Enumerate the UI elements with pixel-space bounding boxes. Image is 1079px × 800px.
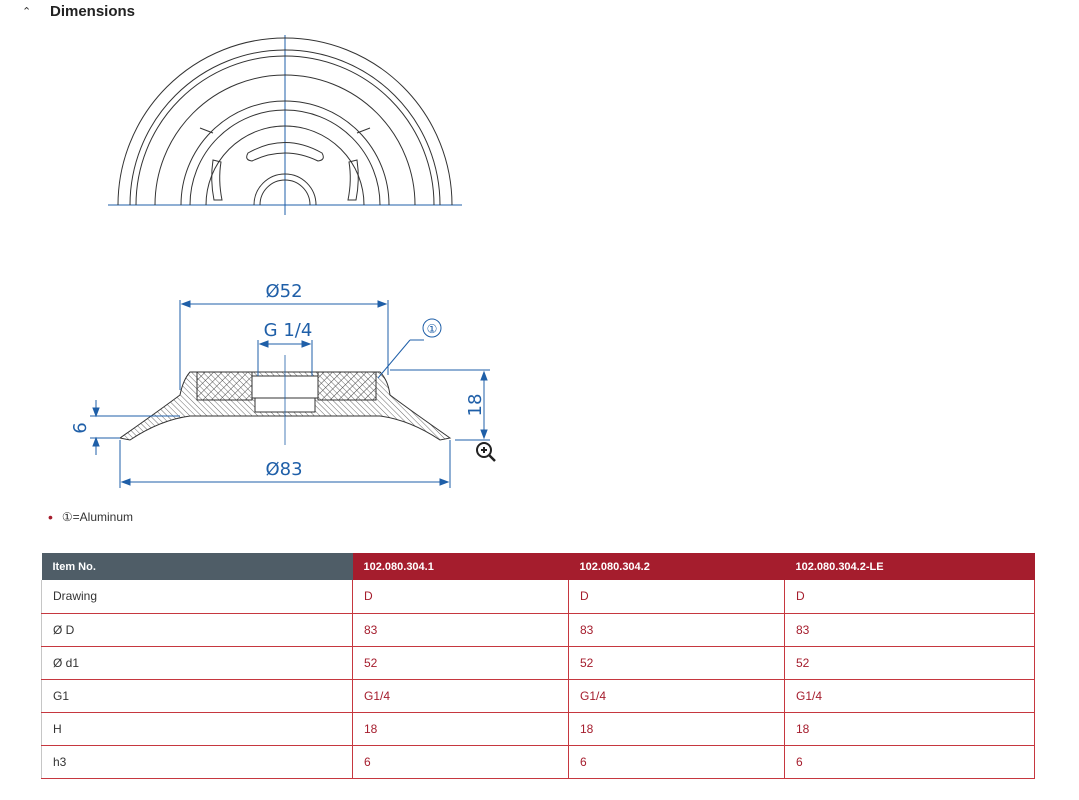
cell-value: 18 (352, 711, 569, 746)
row-label: h3 (41, 744, 353, 779)
dim-d-label: Ø83 (265, 459, 302, 480)
header-column: 102.080.304.2-LE (784, 553, 1035, 580)
zoom-in-icon[interactable] (474, 440, 498, 464)
cell-value: 52 (352, 645, 569, 680)
row-label: Ø D (41, 612, 353, 647)
cell-value: 83 (352, 612, 569, 647)
cell-value: 52 (568, 645, 785, 680)
cell-value: 83 (784, 612, 1035, 647)
row-label: Ø d1 (41, 645, 353, 680)
table-row: H 18 18 18 (41, 711, 1035, 746)
chevron-up-icon: ⌃ (22, 5, 32, 18)
cell-value: 18 (568, 711, 785, 746)
header-column: 102.080.304.1 (352, 553, 569, 580)
cell-value: 6 (568, 744, 785, 779)
dim-d1-label: Ø52 (265, 281, 302, 302)
cell-value: G1/4 (568, 678, 785, 713)
cell-value: D (568, 580, 785, 614)
legend: • ①=Aluminum (48, 509, 133, 525)
cell-value: 83 (568, 612, 785, 647)
cell-value: 6 (784, 744, 1035, 779)
cell-value: D (352, 580, 569, 614)
cell-value: G1/4 (784, 678, 1035, 713)
table-header-row: Item No. 102.080.304.1 102.080.304.2 102… (41, 553, 1035, 580)
dim-g1-label: G 1/4 (264, 320, 313, 341)
legend-text: ①=Aluminum (61, 510, 134, 524)
row-label: G1 (41, 678, 353, 713)
table-row: Drawing D D D (41, 580, 1035, 614)
technical-drawing: Ø52 G 1/4 Ø83 18 6 ① (70, 35, 490, 488)
top-view (108, 35, 462, 215)
section-view (118, 355, 452, 445)
table-row: Ø d1 52 52 52 (41, 645, 1035, 680)
table-row: Ø D 83 83 83 (41, 612, 1035, 647)
cell-value: D (784, 580, 1035, 614)
bullet-icon: • (48, 509, 53, 525)
section-title: Dimensions (50, 2, 136, 20)
header-item-no: Item No. (41, 553, 353, 580)
table-row: h3 6 6 6 (41, 744, 1035, 779)
cell-value: 18 (784, 711, 1035, 746)
row-label: H (41, 711, 353, 746)
row-label: Drawing (41, 580, 353, 614)
callout-label: ① (427, 322, 438, 336)
specification-table: Item No. 102.080.304.1 102.080.304.2 102… (41, 553, 1035, 779)
dimension-lines (90, 300, 490, 488)
dim-h3-label: 6 (70, 422, 91, 433)
dimensions-section-toggle[interactable]: ⌃ Dimensions (20, 0, 135, 22)
cell-value: 6 (352, 744, 569, 779)
cell-value: G1/4 (352, 678, 569, 713)
dim-h-label: 18 (465, 394, 486, 417)
table-row: G1 G1/4 G1/4 G1/4 (41, 678, 1035, 713)
header-column: 102.080.304.2 (568, 553, 785, 580)
cell-value: 52 (784, 645, 1035, 680)
